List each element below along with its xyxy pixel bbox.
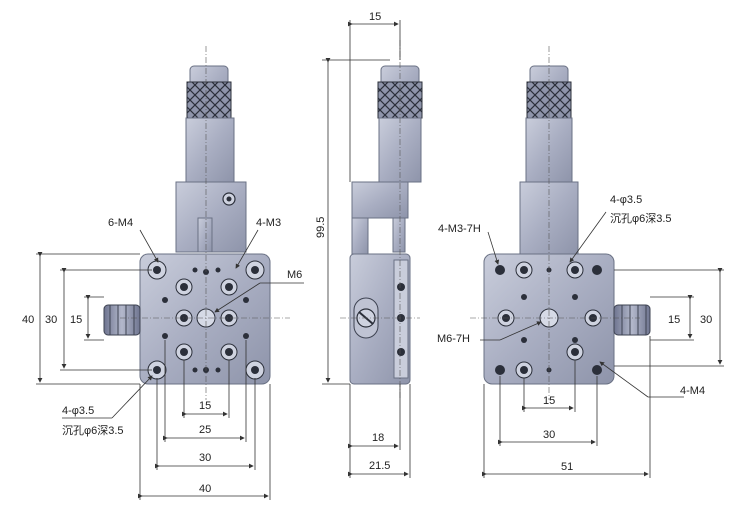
label-4-m3-7h: 4-M3-7H (438, 223, 481, 235)
dim-front-height-30: 30 (45, 314, 57, 326)
label-counterbore-right: 沉孔φ6深3.5 (610, 212, 672, 225)
dim-rear-height-30: 30 (700, 314, 712, 326)
dim-front-height-15: 15 (70, 314, 82, 326)
front-view: 40 30 15 15 25 30 40 6-M4 4-M3 M6 4-φ3.5… (22, 46, 304, 500)
dim-side-height-99-5: 99.5 (315, 217, 327, 238)
label-6-m4: 6-M4 (108, 217, 133, 229)
label-counterbore-left: 沉孔φ6深3.5 (62, 424, 124, 437)
dim-rear-15: 15 (543, 395, 555, 407)
label-hole-spec-right: 4-φ3.5 (610, 194, 642, 206)
rear-view: 15 30 51 15 30 4-M3-7H 4-φ3.5 沉孔φ6深3.5 M… (437, 46, 724, 478)
label-m6-7h: M6-7H (437, 333, 470, 345)
label-hole-spec-left: 4-φ3.5 (62, 405, 94, 417)
front-micrometer-barrel (185, 117, 235, 183)
dim-side-18: 18 (372, 432, 384, 444)
side-spindle (392, 217, 406, 253)
dim-rear-51: 51 (561, 461, 573, 473)
dim-front-height-40: 40 (22, 314, 34, 326)
dim-front-bottom-40: 40 (199, 483, 211, 495)
dim-rear-height-15: 15 (668, 314, 680, 326)
front-side-knob-icon (103, 304, 141, 336)
front-spindle (197, 217, 213, 253)
dim-front-bottom-25: 25 (199, 424, 211, 436)
dim-rear-30: 30 (543, 429, 555, 441)
side-view: 15 99.5 18 21.5 (315, 11, 423, 478)
rear-side-knob-icon (613, 304, 651, 336)
side-bracket-arm (351, 217, 369, 255)
dim-side-top-15: 15 (369, 11, 381, 23)
dim-side-21-5: 21.5 (369, 460, 390, 472)
label-m6: M6 (287, 269, 302, 281)
front-knurl-icon (186, 81, 232, 119)
label-4-m3: 4-M3 (256, 217, 281, 229)
dim-front-bottom-30: 30 (199, 452, 211, 464)
dim-front-bottom-15: 15 (199, 400, 211, 412)
side-bracket-top (351, 181, 409, 219)
label-4-m4: 4-M4 (680, 385, 705, 397)
